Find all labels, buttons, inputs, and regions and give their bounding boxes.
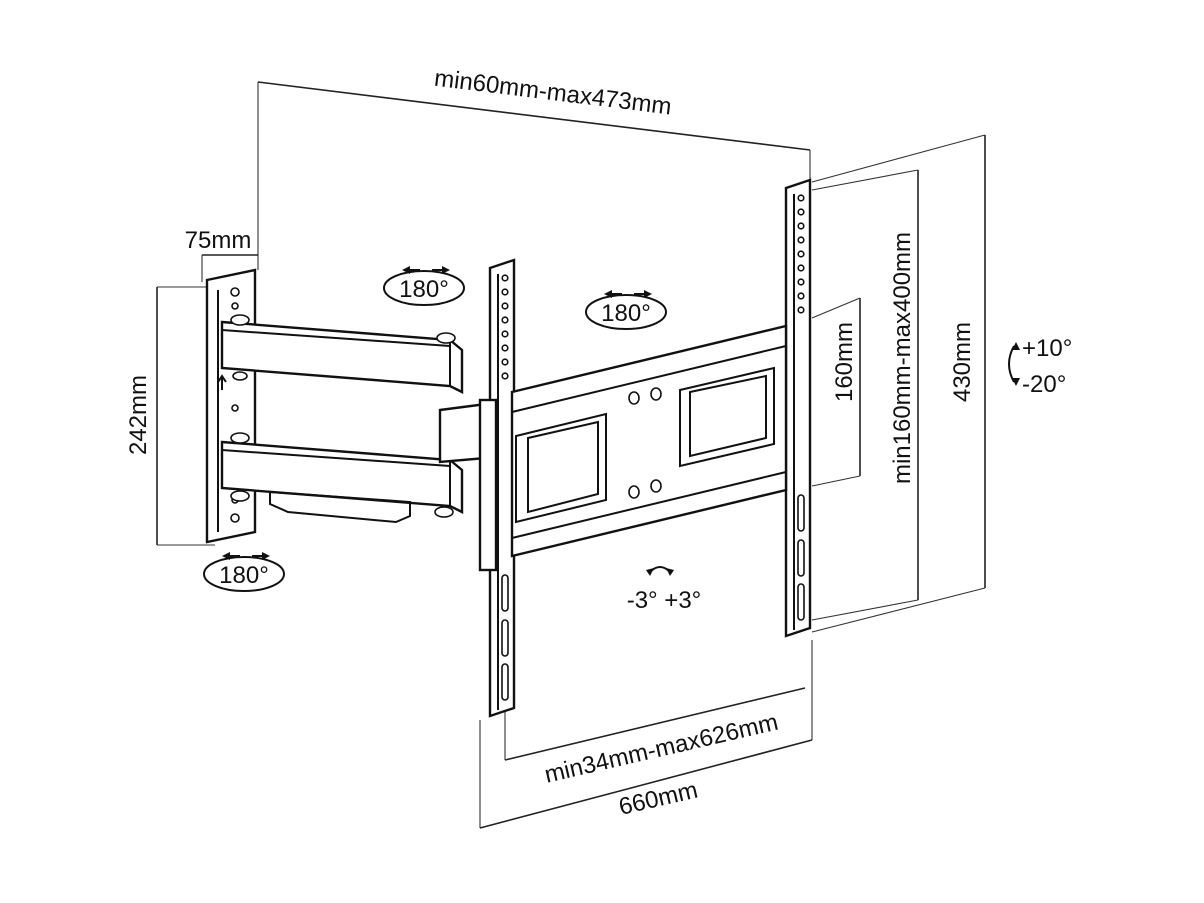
- center-frame: [510, 324, 788, 558]
- bracket-hole: [501, 274, 509, 282]
- bracket-hole: [501, 358, 509, 366]
- right-tv-bracket: [784, 178, 812, 638]
- bracket-hole: [501, 316, 509, 324]
- bracket-hole: [797, 292, 805, 300]
- vesa-vertical-label: 160mm: [831, 322, 858, 402]
- top-width-label: min60mm-max473mm: [433, 65, 673, 121]
- rotation-label-top-right: 180°: [601, 300, 651, 327]
- left-tv-bracket: [478, 258, 516, 718]
- bracket-hole: [501, 372, 509, 380]
- tilt-down-label: -20°: [1022, 371, 1066, 398]
- upper-arm: [220, 314, 464, 394]
- tilt-indicator: +10° -20°: [1008, 335, 1072, 398]
- wall-plate: [205, 268, 257, 544]
- max-extension-label: 660mm: [616, 777, 700, 821]
- bracket-hole: [797, 194, 805, 202]
- wall-plate-height-label: 242mm: [125, 375, 152, 455]
- bracket-hole: [797, 278, 805, 286]
- bracket-hole: [797, 208, 805, 216]
- dimension-lines: [156, 81, 986, 829]
- bracket-hole: [797, 264, 805, 272]
- bracket-hole: [501, 344, 509, 352]
- rotation-label-bottom-left: 180°: [219, 562, 269, 589]
- bracket-height-label: 430mm: [949, 322, 976, 402]
- swivel-label: -3° +3°: [627, 587, 702, 614]
- swivel-indicator: -3° +3°: [627, 566, 702, 614]
- rotation-badge-top-left: 180°: [383, 266, 465, 306]
- bracket-hole: [501, 302, 509, 310]
- wall-plate-width-label: 75mm: [185, 227, 252, 254]
- bracket-hole: [501, 330, 509, 338]
- bracket-hole: [797, 236, 805, 244]
- bracket-hole: [501, 288, 509, 296]
- bracket-hole: [797, 250, 805, 258]
- rotation-label-top-left: 180°: [399, 276, 449, 303]
- horizontal-range-label: min34mm-max626mm: [542, 709, 781, 789]
- rotation-badge-top-right: 180°: [585, 290, 667, 330]
- tilt-up-label: +10°: [1022, 335, 1072, 362]
- bracket-hole: [797, 306, 805, 314]
- lower-arm: [220, 432, 464, 524]
- vesa-vertical-range-label: min160mm-max400mm: [889, 232, 916, 484]
- bracket-hole: [797, 222, 805, 230]
- rotation-badge-bottom-left: 180°: [203, 552, 285, 592]
